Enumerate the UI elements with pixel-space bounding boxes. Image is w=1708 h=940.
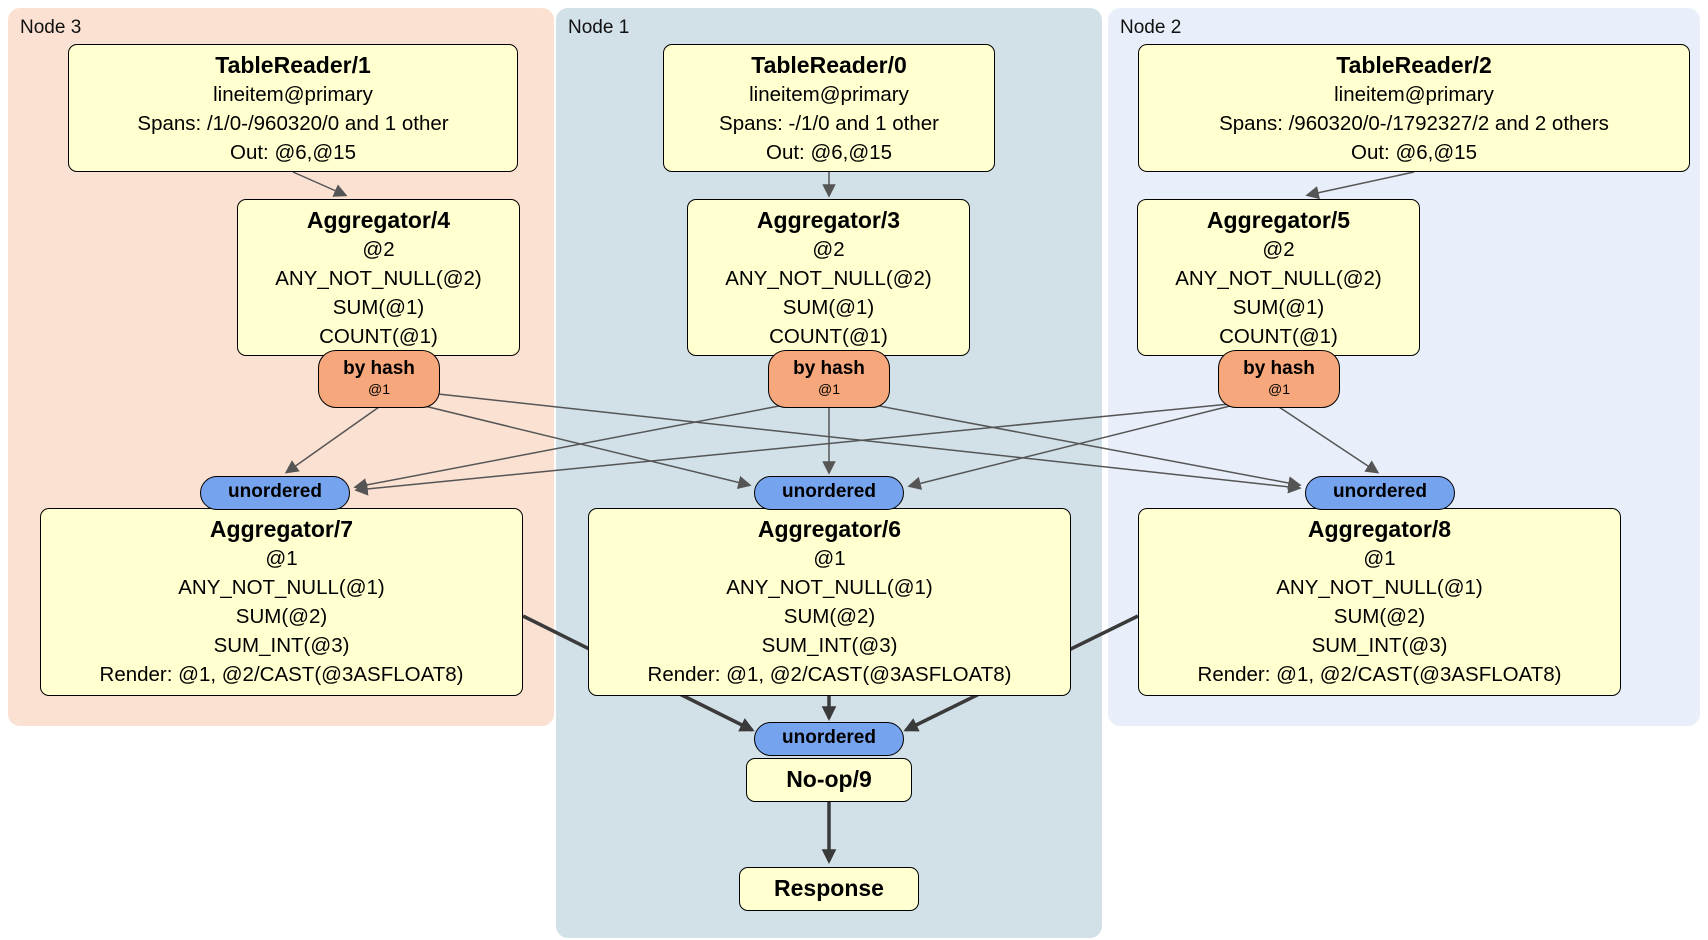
processor-detail-line: @1 (813, 547, 846, 570)
sync-unordered-7: unordered (200, 476, 350, 510)
processor-detail-line: SUM(@1) (1232, 296, 1325, 319)
edge-hash3-unordered7 (353, 401, 801, 492)
processor-tablereader-2: TableReader/2 lineitem@primary Spans: /9… (1138, 44, 1690, 172)
processor-aggregator-3: Aggregator/3 @2 ANY_NOT_NULL(@2) SUM(@1)… (687, 199, 970, 356)
edge-tablereader2-aggregator5 (1305, 171, 1415, 200)
node3-region-label: Node 3 (20, 17, 82, 38)
processor-detail-line: @2 (362, 238, 395, 261)
edge-tablereader1-aggregator4 (292, 171, 348, 197)
processor-detail-line: SUM_INT(@3) (761, 634, 898, 657)
processor-detail-line: lineitem@primary (1334, 83, 1494, 106)
processor-title: TableReader/1 (215, 52, 371, 78)
processor-detail-line: ANY_NOT_NULL(@1) (178, 576, 385, 599)
processor-detail-line: Render: @1, @2/CAST(@3ASFLOAT8) (1197, 663, 1562, 686)
router-detail: @1 (368, 381, 390, 397)
router-label: by hash (1243, 358, 1315, 379)
processor-detail-line: @1 (1363, 547, 1396, 570)
processor-detail-line: lineitem@primary (749, 83, 909, 106)
edge-hash5-unordered8 (1278, 406, 1380, 474)
processor-detail-line: SUM(@2) (1333, 605, 1426, 628)
router-detail: @1 (1268, 381, 1290, 397)
processor-tablereader-1: TableReader/1 lineitem@primary Spans: /1… (68, 44, 518, 172)
processor-noop-9: No-op/9 (746, 758, 912, 802)
node2-region-label: Node 2 (1120, 17, 1182, 38)
processor-title: Aggregator/7 (209, 516, 354, 542)
edge-hash5-unordered7 (354, 401, 1251, 496)
processor-title: TableReader/2 (1336, 52, 1492, 78)
processor-aggregator-6: Aggregator/6 @1 ANY_NOT_NULL(@1) SUM(@2)… (588, 508, 1071, 696)
router-detail: @1 (818, 381, 840, 397)
processor-title: Aggregator/4 (306, 207, 451, 233)
processor-detail-line: COUNT(@1) (769, 325, 888, 348)
edge-hash4-unordered6 (407, 401, 752, 490)
processor-detail-line: ANY_NOT_NULL(@1) (726, 576, 933, 599)
response-node: Response (739, 867, 919, 911)
processor-tablereader-0: TableReader/0 lineitem@primary Spans: -/… (663, 44, 995, 172)
router-by-hash-3: by hash @1 (768, 350, 890, 408)
edge-hash5-unordered6 (907, 399, 1255, 490)
processor-detail-line: COUNT(@1) (319, 325, 438, 348)
processor-detail-line: ANY_NOT_NULL(@2) (725, 267, 932, 290)
processor-detail-line: SUM_INT(@3) (213, 634, 350, 657)
processor-title: Aggregator/6 (757, 516, 902, 542)
processor-detail-line: Render: @1, @2/CAST(@3ASFLOAT8) (647, 663, 1012, 686)
processor-title: Aggregator/8 (1307, 516, 1452, 542)
processor-detail-line: SUM(@2) (783, 605, 876, 628)
processor-detail-line: Spans: /1/0-/960320/0 and 1 other (137, 112, 449, 135)
processor-title: No-op/9 (786, 766, 872, 792)
sync-unordered-9: unordered (754, 722, 904, 756)
processor-title: Aggregator/3 (756, 207, 901, 233)
router-label: by hash (793, 358, 865, 379)
processor-detail-line: COUNT(@1) (1219, 325, 1338, 348)
processor-detail-line: ANY_NOT_NULL(@1) (1276, 576, 1483, 599)
processor-detail-line: Spans: -/1/0 and 1 other (719, 112, 939, 135)
processor-detail-line: Out: @6,@15 (1351, 141, 1477, 164)
processor-aggregator-8: Aggregator/8 @1 ANY_NOT_NULL(@1) SUM(@2)… (1138, 508, 1621, 696)
processor-title: Response (774, 875, 884, 901)
processor-detail-line: SUM(@2) (235, 605, 328, 628)
processor-title: TableReader/0 (751, 52, 907, 78)
sync-unordered-6: unordered (754, 476, 904, 510)
processor-detail-line: Render: @1, @2/CAST(@3ASFLOAT8) (99, 663, 464, 686)
processor-detail-line: ANY_NOT_NULL(@2) (1175, 267, 1382, 290)
processor-aggregator-5: Aggregator/5 @2 ANY_NOT_NULL(@2) SUM(@1)… (1137, 199, 1420, 356)
processor-detail-line: Out: @6,@15 (230, 141, 356, 164)
processor-title: Aggregator/5 (1206, 207, 1351, 233)
processor-aggregator-7: Aggregator/7 @1 ANY_NOT_NULL(@1) SUM(@2)… (40, 508, 523, 696)
router-label: by hash (343, 358, 415, 379)
processor-detail-line: lineitem@primary (213, 83, 373, 106)
sync-unordered-8: unordered (1305, 476, 1455, 510)
router-by-hash-5: by hash @1 (1218, 350, 1340, 408)
processor-detail-line: @2 (812, 238, 845, 261)
processor-detail-line: ANY_NOT_NULL(@2) (275, 267, 482, 290)
router-by-hash-4: by hash @1 (318, 350, 440, 408)
processor-detail-line: Spans: /960320/0-/1792327/2 and 2 others (1219, 112, 1609, 135)
processor-detail-line: SUM_INT(@3) (1311, 634, 1448, 657)
processor-detail-line: @1 (265, 547, 298, 570)
node1-region-label: Node 1 (568, 17, 630, 38)
processor-detail-line: SUM(@1) (782, 296, 875, 319)
processor-detail-line: Out: @6,@15 (766, 141, 892, 164)
processor-aggregator-4: Aggregator/4 @2 ANY_NOT_NULL(@2) SUM(@1)… (237, 199, 520, 356)
edge-hash4-unordered8 (437, 393, 1302, 494)
processor-detail-line: SUM(@1) (332, 296, 425, 319)
processor-detail-line: @2 (1262, 238, 1295, 261)
edge-hash4-unordered7 (284, 406, 380, 474)
